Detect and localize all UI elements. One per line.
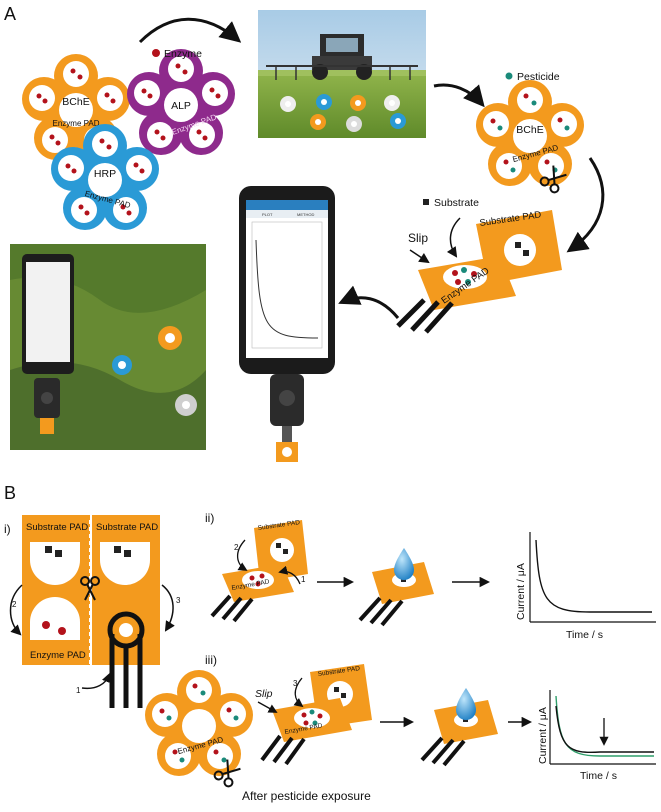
- chart-iii-ylabel: Current / μA: [537, 707, 549, 764]
- substrate-legend-square: [423, 199, 429, 205]
- step2-arrow-i: [9, 584, 23, 636]
- panel-a-label: A: [4, 4, 16, 24]
- flower-iii: Enzyme PAD: [145, 670, 253, 776]
- drop-icon-ii: [394, 548, 414, 580]
- field-sensor-orange2: [310, 114, 326, 130]
- chart-ii-xlabel: Time / s: [566, 629, 603, 641]
- drop-icon-iii: [456, 688, 476, 720]
- chart-ii-trace: [535, 539, 652, 613]
- step2-arrow-ii: [236, 539, 248, 571]
- step3-label-i: 3: [176, 596, 181, 605]
- phone-tab-method: METHOD: [297, 212, 314, 217]
- field-sensor-grey: [346, 116, 362, 132]
- flower-bche-exposed: BChE Enzyme PAD: [476, 80, 584, 186]
- substrate-arrow-a: [446, 217, 461, 258]
- pad-layout-i: [22, 515, 160, 708]
- field-sensor-blue: [316, 94, 332, 110]
- panel-b-label: B: [4, 483, 16, 503]
- field-sensor-white: [280, 96, 296, 112]
- sub-iii-label: iii): [205, 653, 217, 667]
- field-sensor-orange: [350, 95, 366, 111]
- pad-i-enzyme: Enzyme PAD: [30, 650, 86, 661]
- flower-hrp-label: HRP: [94, 168, 116, 180]
- slip-label-a: Slip: [408, 231, 428, 245]
- chart-iii-xlabel: Time / s: [580, 770, 617, 782]
- slip-label-iii: Slip: [255, 688, 273, 700]
- sub-ii-label: ii): [205, 511, 214, 525]
- slip-arrow-a: [409, 249, 430, 264]
- arrow-to-field: [138, 17, 242, 44]
- flower-bche-pad-label: Enzyme PAD: [53, 119, 100, 128]
- device-iii: [260, 664, 372, 766]
- scissors-icon-iii: [213, 759, 241, 788]
- chart-iii-trace-black: [555, 705, 654, 754]
- flower-bche-exposed-label: BChE: [516, 124, 543, 136]
- step3-arrow-iii: [293, 677, 304, 708]
- device-ii: [210, 520, 308, 623]
- field-sensor-white2: [384, 95, 400, 111]
- flower-bche-label: BChE: [62, 96, 89, 108]
- grass-photo: [10, 244, 206, 450]
- arrow-to-substrate: [566, 157, 605, 253]
- device-ii-measure: [358, 548, 434, 627]
- flower-alp: ALP Enzyme PAD: [127, 49, 235, 155]
- slip-arrow-iii: [257, 701, 278, 713]
- device-iii-measure: [420, 688, 498, 767]
- scissors-icon: [539, 165, 567, 194]
- substrate-legend-label: Substrate: [434, 197, 479, 209]
- step1-label-i: 1: [76, 686, 81, 695]
- step1-arrow-ii: [278, 565, 301, 585]
- field-photo: [258, 10, 426, 138]
- pad-i-substrate-right: Substrate PAD: [96, 522, 158, 533]
- scissors-icon-i: [80, 576, 100, 601]
- arrow-to-exposed: [433, 83, 485, 108]
- enzyme-legend-label: Enzyme: [164, 48, 202, 60]
- caption-after-exposure: After pesticide exposure: [242, 789, 371, 803]
- flower-alp-label: ALP: [171, 100, 191, 112]
- pesticide-legend-label: Pesticide: [517, 71, 560, 83]
- step1-arrow-i: [81, 672, 112, 690]
- step2-label-ii: 2: [234, 543, 239, 552]
- pesticide-legend-dot: [505, 72, 513, 80]
- flower-hrp: HRP Enzyme PAD: [51, 124, 159, 230]
- pad-i-substrate-left: Substrate PAD: [26, 522, 88, 533]
- paper-device-a: [396, 210, 562, 334]
- step1-label-ii: 1: [301, 575, 306, 584]
- chart-ii-ylabel: Current / μA: [515, 563, 527, 620]
- chart-iii-trace-green: [555, 695, 654, 757]
- sub-i-label: i): [4, 522, 11, 536]
- step3-arrow-i: [161, 584, 175, 632]
- arrow-to-phone: [338, 285, 400, 319]
- smartphone: PLOT METHOD: [239, 186, 335, 462]
- phone-tab-plot: PLOT: [262, 212, 273, 217]
- enzyme-legend-dot: [152, 49, 160, 57]
- chart-ii: Current / μA Time / s: [515, 532, 656, 641]
- field-sensor-blue2: [390, 113, 406, 129]
- step2-label-i: 2: [12, 600, 17, 609]
- chart-iii: Current / μA Time / s: [537, 690, 656, 782]
- step3-label-iii: 3: [293, 679, 298, 688]
